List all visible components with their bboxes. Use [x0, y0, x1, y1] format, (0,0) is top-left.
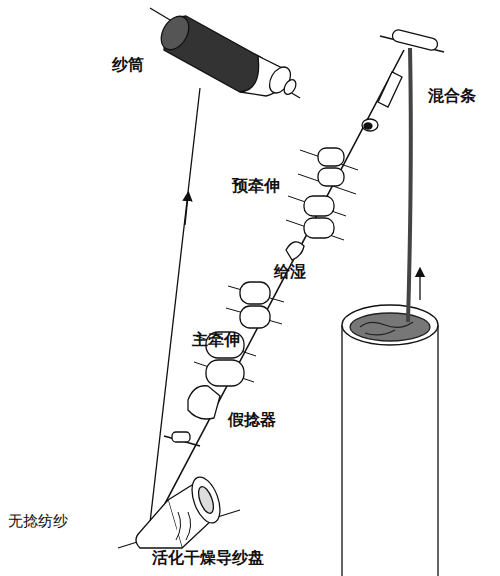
- direction-arrow: [185, 196, 188, 225]
- part-label: 假捻器: [228, 410, 276, 429]
- yarn-bobbin: [156, 11, 299, 96]
- part-label: 纱筒: [112, 55, 144, 74]
- mixed-sliver: [408, 48, 411, 322]
- part-label: 活化干燥导纱盘: [152, 548, 264, 567]
- sliver-can: [342, 305, 438, 576]
- drying-guide-disc: [118, 473, 240, 548]
- guide-rod: [380, 29, 444, 52]
- part-label: 预牵伸: [232, 176, 280, 195]
- direction-arrow: [419, 272, 420, 300]
- wetting-nozzle: [286, 242, 304, 260]
- false-twister: [188, 386, 220, 419]
- strand-path: [150, 50, 404, 532]
- part-label: 混合条: [428, 86, 476, 105]
- figure-caption: 无捻纺纱: [8, 512, 68, 530]
- yarn-line: [148, 88, 200, 540]
- yarn-guide: [164, 432, 200, 446]
- pre-draft-rollers: [286, 148, 358, 240]
- sliver-guide: [362, 72, 402, 131]
- part-label: 主牵伸: [192, 330, 240, 349]
- part-label: 给湿: [274, 262, 306, 281]
- bobbin-spindle: [150, 8, 300, 98]
